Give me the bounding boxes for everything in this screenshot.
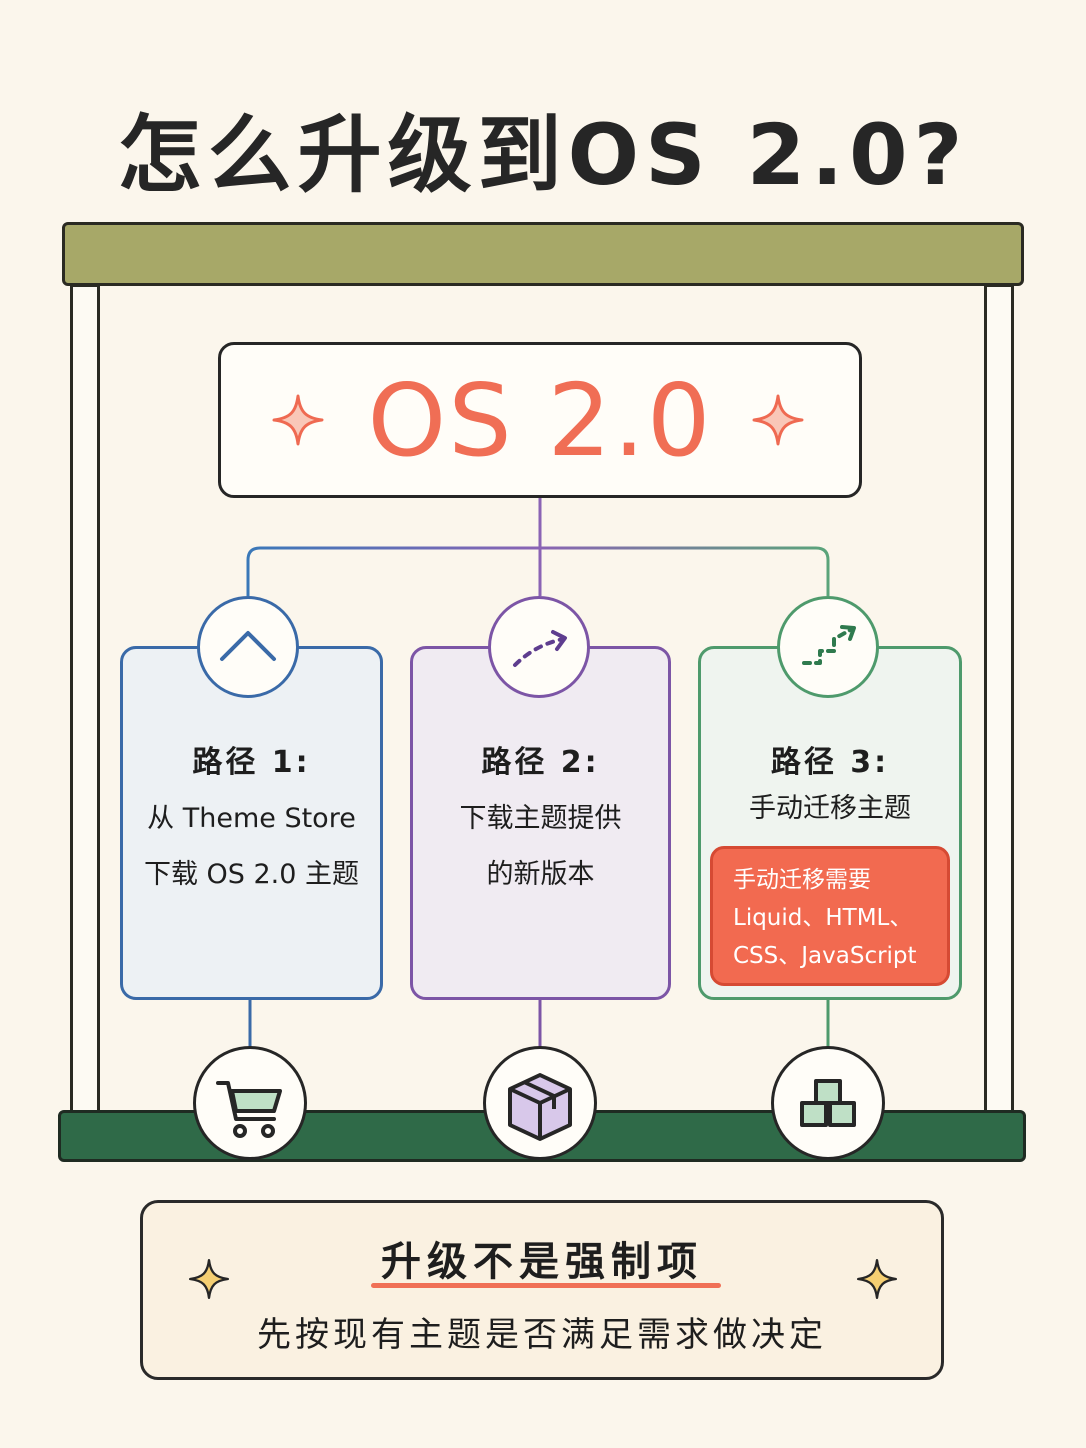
path-description: 下载主题提供 的新版本 — [413, 791, 668, 903]
warning-line: CSS、JavaScript — [733, 943, 917, 969]
chevron-up-icon — [220, 631, 276, 661]
connector-branch — [246, 546, 830, 596]
hub-label: OS 2.0 — [367, 361, 713, 479]
path-title: 路径 3: — [770, 745, 890, 780]
path-2-top-circle — [488, 596, 590, 698]
path-desc-line: 手动迁移主题 — [749, 793, 911, 824]
path-title: 路径 1: — [192, 745, 311, 780]
warning-line: Liquid、HTML、 — [733, 905, 913, 931]
path-2-bottom-circle — [483, 1046, 597, 1160]
warning-line: 手动迁移需要 — [733, 867, 871, 893]
footer-note: 升级不是强制项 先按现有主题是否满足需求做决定 — [140, 1200, 944, 1380]
path-1-top-circle — [197, 596, 299, 698]
path-desc-line: 从 Theme Store — [147, 803, 356, 834]
footer-subtitle: 先按现有主题是否满足需求做决定 — [257, 1315, 827, 1355]
stacked-blocks-icon — [800, 1079, 856, 1127]
path-card-1: 路径 1: 从 Theme Store 下载 OS 2.0 主题 — [120, 646, 383, 1000]
shopping-cart-icon — [216, 1081, 282, 1138]
footer-title: 升级不是强制项 — [381, 1239, 703, 1285]
path-desc-line: 的新版本 — [486, 859, 595, 890]
sparkle-icon — [272, 394, 324, 446]
package-box-icon — [508, 1073, 572, 1141]
dashed-arrow-icon — [513, 630, 567, 667]
path-title: 路径 2: — [481, 745, 600, 780]
frame-valance — [62, 222, 1024, 286]
path-3-bottom-circle — [771, 1046, 885, 1160]
warning-note: 手动迁移需要 Liquid、HTML、 CSS、JavaScript — [710, 846, 950, 986]
path-3-top-circle — [777, 596, 879, 698]
path-description: 手动迁移主题 — [701, 781, 959, 837]
frame-post-right — [984, 284, 1014, 1116]
dashed-steps-arrow-icon — [802, 625, 856, 665]
sparkle-icon — [188, 1258, 230, 1300]
path-desc-line: 下载 OS 2.0 主题 — [143, 859, 360, 890]
path-desc-line: 下载主题提供 — [459, 803, 622, 834]
footer-underline — [371, 1283, 721, 1288]
path-card-2: 路径 2: 下载主题提供 的新版本 — [410, 646, 671, 1000]
sparkle-icon — [752, 394, 804, 446]
page-title: 怎么升级到OS 2.0? — [117, 106, 969, 204]
sparkle-icon — [856, 1258, 898, 1300]
path-description: 从 Theme Store 下载 OS 2.0 主题 — [123, 791, 380, 903]
path-1-bottom-circle — [193, 1046, 307, 1160]
